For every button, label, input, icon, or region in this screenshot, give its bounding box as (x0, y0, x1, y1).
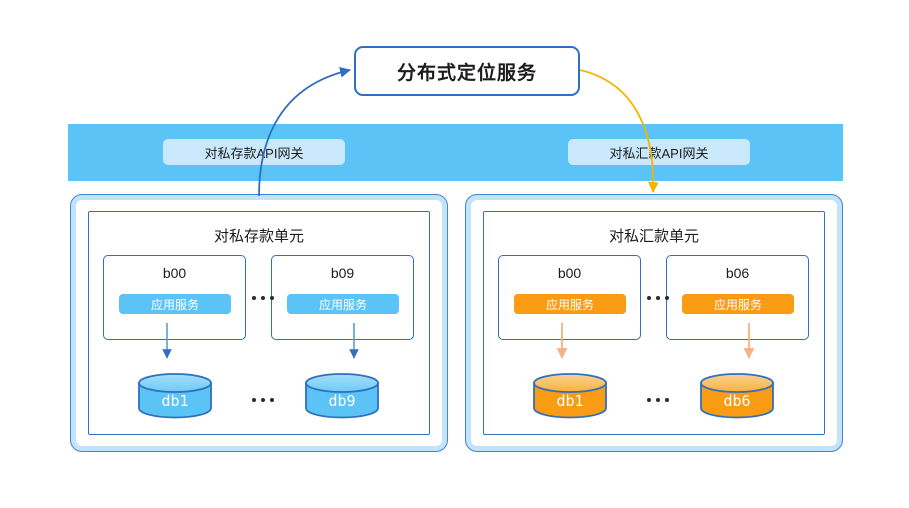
unit-deposit-inner-frame: 对私存款单元 b00 应用服务 b09 应用服务 db1 (88, 211, 430, 435)
unit-remittance[interactable]: 对私汇款单元 b00 应用服务 b06 应用服务 db1 (465, 194, 843, 452)
node-ellipsis-deposit (252, 296, 274, 300)
gateway-deposit-label: 对私存款API网关 (204, 145, 304, 161)
unit-remittance-inner-frame: 对私汇款单元 b00 应用服务 b06 应用服务 db1 (483, 211, 825, 435)
service-deposit-b00[interactable]: 应用服务 (119, 294, 231, 314)
cylinder-icon (305, 373, 379, 419)
service-deposit-b09[interactable]: 应用服务 (287, 294, 399, 314)
node-deposit-b00[interactable]: b00 应用服务 (103, 255, 246, 340)
cylinder-icon (533, 373, 607, 419)
service-remittance-b00[interactable]: 应用服务 (514, 294, 626, 314)
database-deposit-db9[interactable]: db9 (304, 372, 380, 419)
node-remittance-b00-label: b00 (557, 265, 582, 281)
node-deposit-b09-label: b09 (330, 265, 355, 281)
node-remittance-b06[interactable]: b06 应用服务 (666, 255, 809, 340)
database-ellipsis-deposit (252, 398, 274, 402)
cylinder-icon (700, 373, 774, 419)
service-remittance-b06[interactable]: 应用服务 (682, 294, 794, 314)
gateway-remittance[interactable]: 对私汇款API网关 (568, 139, 750, 165)
node-deposit-b00-label: b00 (162, 265, 187, 281)
unit-deposit-title: 对私存款单元 (213, 228, 304, 245)
node-deposit-b09[interactable]: b09 应用服务 (271, 255, 414, 340)
node-remittance-b00[interactable]: b00 应用服务 (498, 255, 641, 340)
unit-remittance-title: 对私汇款单元 (608, 228, 699, 245)
gateway-remittance-label: 对私汇款API网关 (609, 145, 709, 161)
distributed-locator-service-label: 分布式定位服务 (396, 62, 537, 84)
node-ellipsis-remittance (647, 296, 669, 300)
gateway-deposit[interactable]: 对私存款API网关 (163, 139, 345, 165)
database-ellipsis-remittance (647, 398, 669, 402)
distributed-locator-service-box[interactable]: 分布式定位服务 (354, 46, 580, 96)
unit-deposit[interactable]: 对私存款单元 b00 应用服务 b09 应用服务 db1 (70, 194, 448, 452)
database-remittance-db1[interactable]: db1 (532, 372, 608, 419)
database-deposit-db1[interactable]: db1 (137, 372, 213, 419)
database-remittance-db6[interactable]: db6 (699, 372, 775, 419)
node-remittance-b06-label: b06 (725, 265, 750, 281)
cylinder-icon (138, 373, 212, 419)
